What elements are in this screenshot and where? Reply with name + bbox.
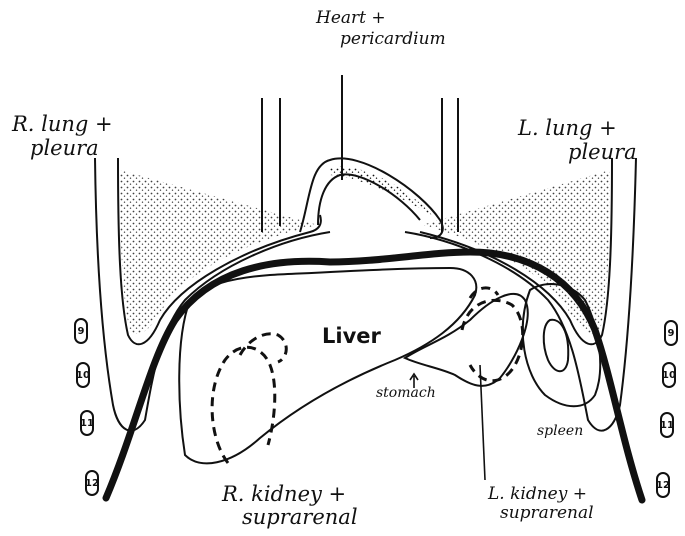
liver-label: Liver bbox=[322, 326, 381, 347]
right-kidney-label-line2: suprarenal bbox=[242, 507, 358, 528]
heart-label-line2: pericardium bbox=[340, 31, 446, 48]
left-kidney-label-line1: L. kidney + bbox=[488, 486, 594, 503]
rib-marker-right-11: 11 bbox=[660, 412, 674, 438]
right-lung-label: R. lung + pleura bbox=[12, 114, 113, 159]
right-lung-fill bbox=[120, 170, 318, 334]
left-kidney-label: L. kidney + suprarenal bbox=[488, 486, 594, 522]
right-kidney-outline bbox=[212, 347, 275, 463]
heart-label-line1: Heart + bbox=[316, 10, 446, 27]
left-lung-label-line2: pleura bbox=[568, 142, 637, 163]
left-kidney-leader bbox=[480, 365, 485, 480]
rib-marker-left-10: 10 bbox=[76, 362, 90, 388]
stomach-label: stomach bbox=[376, 386, 436, 400]
right-kidney bbox=[212, 334, 286, 463]
right-lung-label-line2: pleura bbox=[30, 138, 113, 159]
pericardium-stipple bbox=[330, 167, 432, 215]
heart-pericardium bbox=[300, 75, 443, 238]
right-suprarenal bbox=[240, 334, 286, 362]
right-lung-label-line1: R. lung + bbox=[12, 114, 113, 135]
right-kidney-label: R. kidney + suprarenal bbox=[222, 484, 358, 528]
left-lung-label-line1: L. lung + bbox=[518, 118, 637, 139]
right-kidney-label-line1: R. kidney + bbox=[222, 484, 358, 505]
rib-marker-left-12: 12 bbox=[85, 470, 99, 496]
rib-marker-right-9: 9 bbox=[664, 320, 678, 346]
left-lung-label: L. lung + pleura bbox=[518, 118, 637, 163]
rib-marker-right-12: 12 bbox=[656, 472, 670, 498]
left-kidney-label-line2: suprarenal bbox=[500, 505, 594, 522]
rib-marker-right-10: 10 bbox=[662, 362, 676, 388]
left-kidney-outline bbox=[462, 300, 523, 380]
liver-outline bbox=[179, 268, 476, 463]
rib-marker-left-9: 9 bbox=[74, 318, 88, 344]
rib-marker-left-11: 11 bbox=[80, 410, 94, 436]
heart-label: Heart + pericardium bbox=[316, 10, 446, 48]
spleen-label: spleen bbox=[537, 424, 583, 438]
